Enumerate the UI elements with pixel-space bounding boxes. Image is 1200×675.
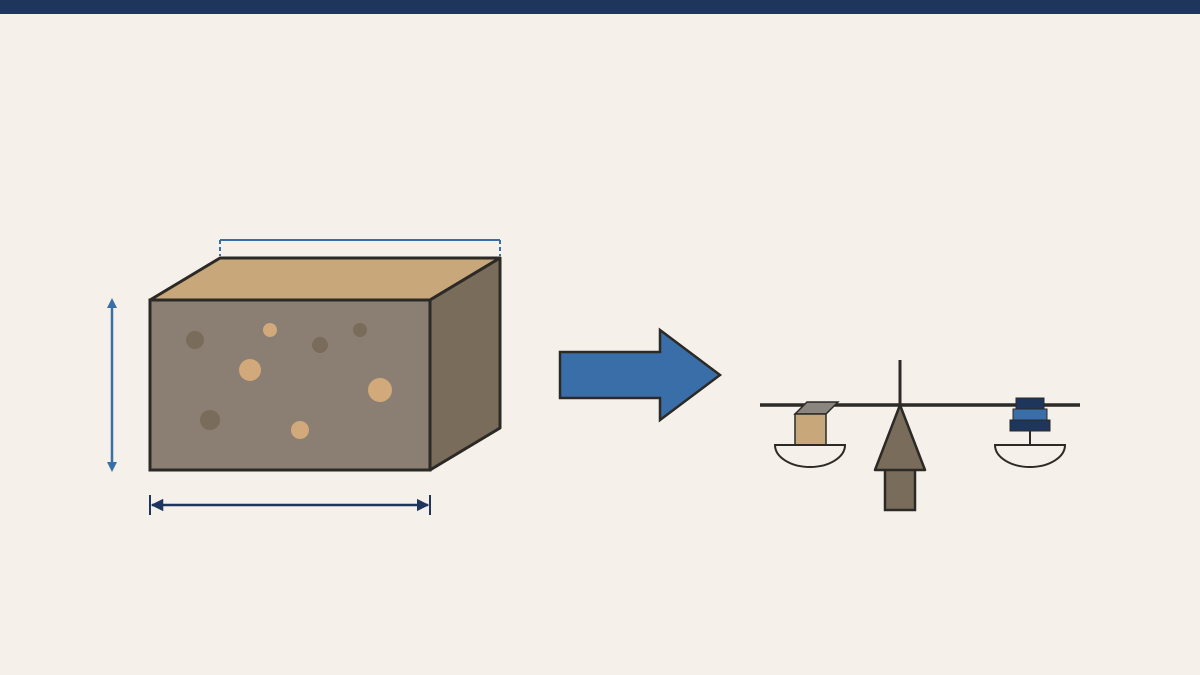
soil-pore <box>353 323 367 337</box>
weight-icon-bottom <box>1009 419 1051 432</box>
dimension-bracket-icon <box>219 239 501 256</box>
soil-pore <box>239 359 261 381</box>
balance-base <box>883 466 917 512</box>
right-pan <box>993 397 1067 468</box>
soil-pore <box>186 331 204 349</box>
left-pan-bowl <box>773 444 847 468</box>
balance-scale-icon <box>760 360 1080 512</box>
top-bar <box>0 0 1200 14</box>
soil-pore <box>291 421 309 439</box>
soil-sample-icon <box>794 413 827 446</box>
soil-pore <box>263 323 277 337</box>
soil-pore <box>200 410 220 430</box>
double-arrow-horizontal-icon <box>149 495 431 515</box>
weight-icon-middle <box>1012 408 1048 421</box>
soil-pore <box>312 337 328 353</box>
soil-pore <box>368 378 392 402</box>
weight-icon-top <box>1015 397 1045 410</box>
soil-block-icon <box>148 256 502 472</box>
arrow-right-icon <box>558 327 723 423</box>
balance-fulcrum <box>873 403 927 472</box>
left-pan <box>773 401 847 468</box>
right-pan-bowl <box>993 444 1067 468</box>
